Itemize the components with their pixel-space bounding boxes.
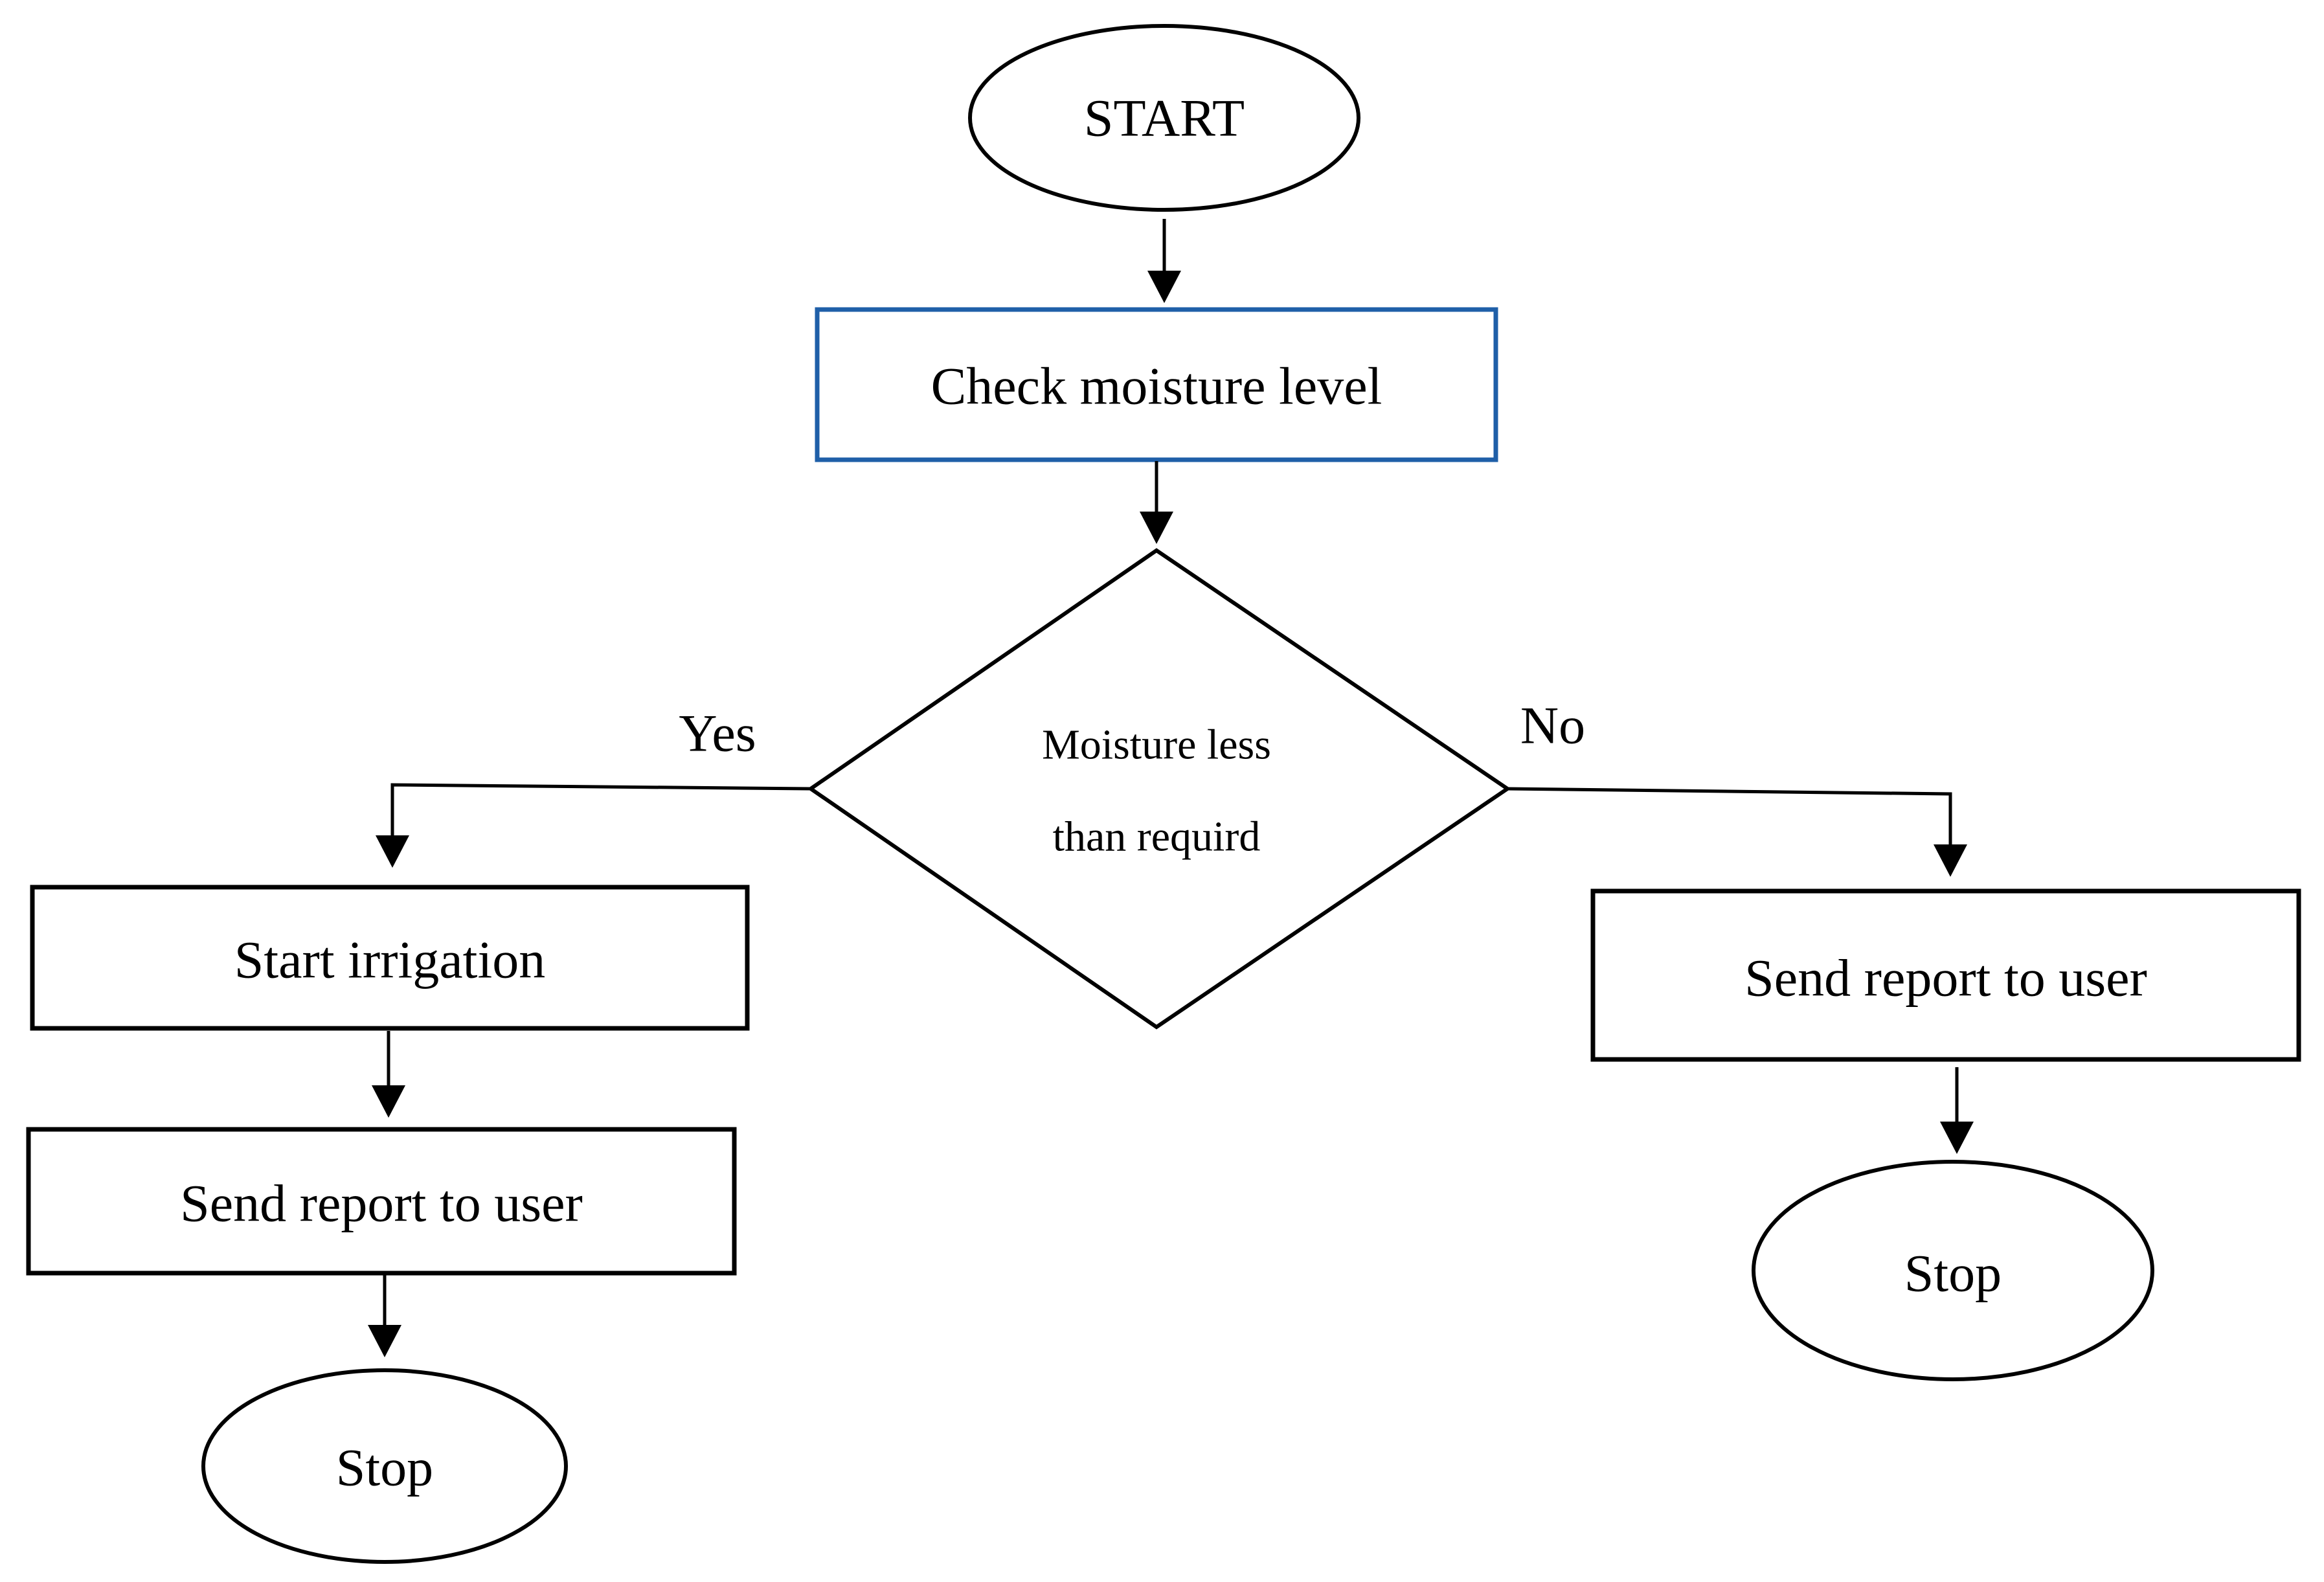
yes-send-report-process: Send report to user	[26, 1127, 737, 1276]
arrow-start-to-check	[1147, 219, 1181, 303]
no-send-report-box	[1590, 888, 2301, 1062]
yes-send-report-label: Send report to user	[180, 1174, 583, 1233]
arrow-no-report-to-stop	[1940, 1067, 1974, 1154]
no-branch-label: No	[1520, 696, 1585, 755]
no-send-report-label: Send report to user	[1744, 949, 2147, 1008]
arrow-yes-report-to-stop	[368, 1274, 401, 1357]
decision-diamond	[807, 548, 1511, 1030]
no-stop-ellipse	[1752, 1160, 2154, 1381]
arrow-yes-to-irrigation	[376, 783, 811, 868]
arrow-irrigation-to-report	[372, 1031, 405, 1118]
decision-label-line2: than requird	[1053, 813, 1261, 861]
start-irrigation-process: Start irrigation	[30, 885, 750, 1031]
no-send-report-process: Send report to user	[1590, 888, 2301, 1062]
arrow-check-to-decision	[1140, 461, 1173, 544]
start-irrigation-box	[30, 885, 750, 1031]
no-stop-label: Stop	[1904, 1244, 2002, 1303]
moisture-decision: Moisture less than requird	[807, 548, 1511, 1030]
yes-stop-terminal: Stop	[201, 1368, 568, 1564]
decision-label-line1: Moisture less	[1042, 721, 1271, 769]
yes-stop-label: Stop	[336, 1438, 433, 1497]
start-terminal: START	[968, 24, 1360, 212]
check-moisture-box	[815, 307, 1498, 462]
yes-branch-label: Yes	[679, 704, 756, 763]
no-stop-terminal: Stop	[1752, 1160, 2154, 1381]
start-irrigation-label: Start irrigation	[234, 931, 546, 989]
check-moisture-process: Check moisture level	[815, 307, 1498, 462]
yes-stop-ellipse	[201, 1368, 568, 1564]
yes-send-report-box	[26, 1127, 737, 1276]
check-moisture-label: Check moisture level	[931, 357, 1382, 416]
start-label: START	[1084, 89, 1245, 148]
arrow-no-to-report	[1507, 787, 1967, 877]
start-ellipse	[968, 24, 1360, 212]
